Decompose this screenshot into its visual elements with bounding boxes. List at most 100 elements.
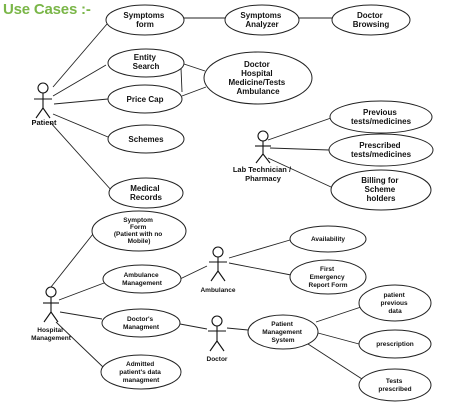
usecase-prescription: prescription (358, 329, 432, 359)
usecase-symptoms-analyzer: Symptoms Analyzer (224, 4, 300, 36)
assoc-pms-tests-prescribed (307, 343, 363, 380)
usecase-prescribed-tests: Prescribed tests/medicines (328, 133, 434, 167)
assoc-patient-price-cap (53, 98, 109, 105)
usecase-doctor-browsing-label: Doctor Browsing (353, 11, 390, 29)
usecase-first-emergency-line-3: Report Form (309, 282, 348, 289)
usecase-previous-tests-line-1: Previous (363, 108, 397, 117)
actor-hospital-label-line-2: Management (31, 335, 72, 342)
assoc-lab-previous-tests (267, 117, 332, 141)
usecase-doctor-browsing-line-1: Doctor (357, 11, 383, 20)
usecase-symptoms-form-line-2: form (136, 20, 154, 29)
usecase-symptoms-analyzer-line-2: Analyzer (245, 20, 278, 29)
usecase-medical-records-label: Medical Records (130, 184, 163, 202)
ambulance-figure-icon (209, 246, 227, 282)
assoc-patient-symptoms-form (52, 23, 108, 88)
doctor-figure-icon (208, 315, 226, 352)
usecase-schemes-label: Schemes (128, 135, 164, 144)
assoc-hospital-ambulance-management (58, 282, 105, 301)
usecase-doctor-hospital: Doctor Hospital Medicine/Tests Ambulance (203, 51, 313, 105)
usecase-symptoms-form-label: Symptoms form (123, 11, 166, 29)
usecase-doctors-managment-line-2: Managment (123, 324, 160, 331)
usecase-availability-label: Availability (311, 236, 345, 243)
usecase-first-emergency-line-2: Emergency (310, 274, 345, 281)
assoc-ambulance-management-ambulance (179, 265, 208, 280)
usecase-patient-mgmt-system-label: Patient Management System (262, 321, 304, 344)
usecase-patient-previous-data-line-3: data (388, 308, 402, 315)
usecase-medical-records-line-1: Medical (130, 184, 159, 193)
usecase-admitted-patients-line-1: Admitted (126, 361, 154, 368)
usecase-symptom-form-nomobile-line-2: Form (130, 224, 146, 231)
actor-ambulance: Ambulance (200, 246, 236, 294)
actor-doctor-label: Doctor (207, 356, 228, 363)
usecase-price-cap-label: Price Cap (127, 95, 164, 104)
usecase-availability-line-1: Availability (311, 236, 345, 243)
assoc-patient-entity-search (52, 64, 107, 97)
usecase-previous-tests-label: Previous tests/medicines (351, 108, 412, 126)
assoc-patient-medical-records (49, 121, 113, 192)
usecase-admitted-patients: Admitted patient's data managment (100, 354, 182, 390)
usecase-entity-search-line-2: Search (133, 62, 160, 71)
diagram-title: Use Cases :- (3, 1, 91, 18)
usecase-admitted-patients-label: Admitted patient's data managment (119, 361, 162, 384)
usecase-prescription-line-1: prescription (376, 341, 414, 348)
assoc-doctor-patient-mgmt-system (226, 327, 249, 331)
usecase-tests-prescribed-line-1: Tests (386, 378, 403, 385)
usecase-entity-search-label: Entity Search (133, 53, 160, 71)
assoc-entity-search-price-cap (180, 67, 183, 93)
usecase-medical-records-line-2: Records (130, 193, 163, 202)
usecase-prescribed-tests-label: Prescribed tests/medicines (351, 141, 412, 159)
usecase-patient-mgmt-system-line-2: Management (262, 329, 303, 336)
usecase-prescription-label: prescription (376, 341, 414, 348)
usecase-entity-search-line-1: Entity (134, 53, 157, 62)
usecase-doctors-managment-label: Doctor's Managment (123, 316, 160, 331)
usecase-admitted-patients-line-3: managment (123, 377, 160, 384)
usecase-first-emergency-line-1: First (320, 266, 335, 273)
usecase-doctor-hospital-label: Doctor Hospital Medicine/Tests Ambulance (229, 60, 288, 96)
usecase-first-emergency-label: First Emergency Report Form (309, 266, 348, 289)
assoc-hospital-symptom-form (50, 233, 94, 288)
usecase-prescribed-tests-line-1: Prescribed (359, 141, 400, 150)
usecase-symptom-form-nomobile-label: Symptom Form (Patient with no Mobile) (114, 217, 164, 245)
assoc-hospital-doctors-managment (59, 311, 103, 320)
usecase-doctor-hospital-line-2: Hospital (241, 69, 273, 78)
usecase-doctors-managment: Doctor's Managment (101, 308, 181, 338)
usecase-ambulance-management-line-2: Management (122, 280, 163, 287)
usecase-tests-prescribed-line-2: prescribed (378, 386, 411, 393)
usecase-billing: Billing for Scheme holders (330, 169, 432, 211)
usecase-patient-mgmt-system: Patient Management System (247, 314, 319, 350)
usecase-patient-mgmt-system-line-1: Patient (271, 321, 294, 328)
usecase-symptoms-analyzer-label: Symptoms Analyzer (240, 11, 283, 29)
actor-hospital-label-line-1: Hospital (37, 327, 63, 334)
usecase-patient-mgmt-system-line-3: System (271, 337, 294, 344)
usecase-medical-records: Medical Records (108, 177, 184, 209)
actor-patient: Patient (31, 82, 57, 127)
usecase-doctor-hospital-line-4: Ambulance (236, 87, 280, 96)
actor-ambulance-label: Ambulance (200, 287, 235, 294)
usecase-billing-line-3: holders (367, 194, 396, 203)
actor-lab-label-line-2: Pharmacy (245, 174, 282, 183)
assoc-price-cap-doctor-hospital (181, 86, 207, 97)
usecase-doctor-hospital-line-3: Medicine/Tests (229, 78, 286, 87)
usecase-patient-previous-data-line-1: patient (383, 292, 405, 299)
usecase-availability: Availability (289, 225, 367, 253)
assoc-lab-prescribed-tests (269, 147, 330, 151)
usecase-tests-prescribed-label: Tests prescribed (378, 378, 411, 393)
assoc-doctors-managment-doctor (179, 323, 208, 330)
usecase-doctor-hospital-line-1: Doctor (244, 60, 270, 69)
usecase-symptom-form-nomobile: Symptom Form (Patient with no Mobile) (91, 210, 187, 252)
usecase-patient-previous-data-label: patient previous data (381, 292, 410, 315)
usecase-symptoms-form: Symptoms form (105, 4, 185, 36)
usecase-price-cap: Price Cap (107, 84, 183, 114)
usecase-tests-prescribed: Tests prescribed (358, 368, 432, 402)
usecase-schemes-line-1: Schemes (128, 135, 164, 144)
usecase-ambulance-management-line-1: Ambulance (124, 272, 159, 279)
usecase-billing-line-2: Scheme (365, 185, 396, 194)
usecase-ambulance-management-label: Ambulance Management (122, 272, 163, 287)
usecase-patient-previous-data-line-2: previous (381, 300, 408, 307)
usecase-prescribed-tests-line-2: tests/medicines (351, 150, 412, 159)
assoc-hospital-admitted-patients (55, 321, 104, 368)
usecase-doctor-browsing-line-2: Browsing (353, 20, 390, 29)
assoc-pms-prescription (317, 332, 360, 345)
usecase-previous-tests-line-2: tests/medicines (351, 117, 412, 126)
usecase-admitted-patients-line-2: patient's data (119, 369, 161, 376)
